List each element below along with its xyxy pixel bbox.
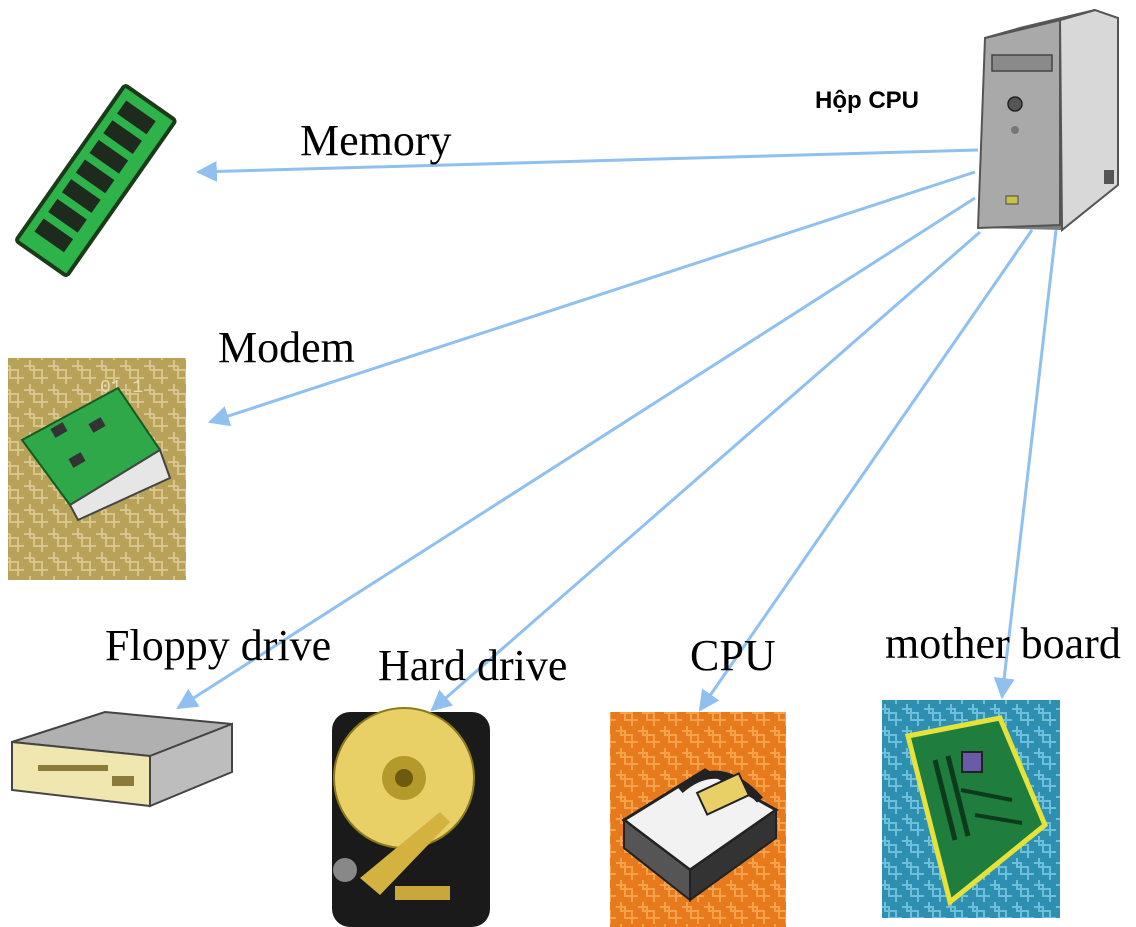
- memory-label: Memory: [300, 116, 452, 165]
- arrow-to-memory: [195, 148, 979, 182]
- computer-case-icon: [976, 8, 1119, 233]
- arrow-to-floppy: [176, 196, 976, 710]
- modem-label: Modem: [218, 323, 355, 372]
- memory-icon: [15, 84, 177, 277]
- motherboard-icon: [882, 700, 1060, 918]
- hard-drive-icon: [332, 707, 490, 927]
- arrow-to-hard-drive: [430, 230, 981, 712]
- floppy-drive-icon: [11, 710, 233, 808]
- floppy-label: Floppy drive: [105, 621, 331, 670]
- case-label: Hộp CPU: [815, 87, 919, 114]
- arrow-to-motherboard: [993, 229, 1058, 700]
- cpu-icon: [610, 712, 786, 927]
- arrow-to-cpu: [698, 229, 1034, 712]
- connector-arrows: [176, 148, 1058, 712]
- hard-drive-label: Hard drive: [378, 641, 567, 690]
- arrow-to-modem: [208, 170, 976, 427]
- modem-icon: 01 1: [8, 358, 186, 580]
- motherboard-label: mother board: [885, 619, 1121, 668]
- cpu-label: CPU: [690, 631, 776, 680]
